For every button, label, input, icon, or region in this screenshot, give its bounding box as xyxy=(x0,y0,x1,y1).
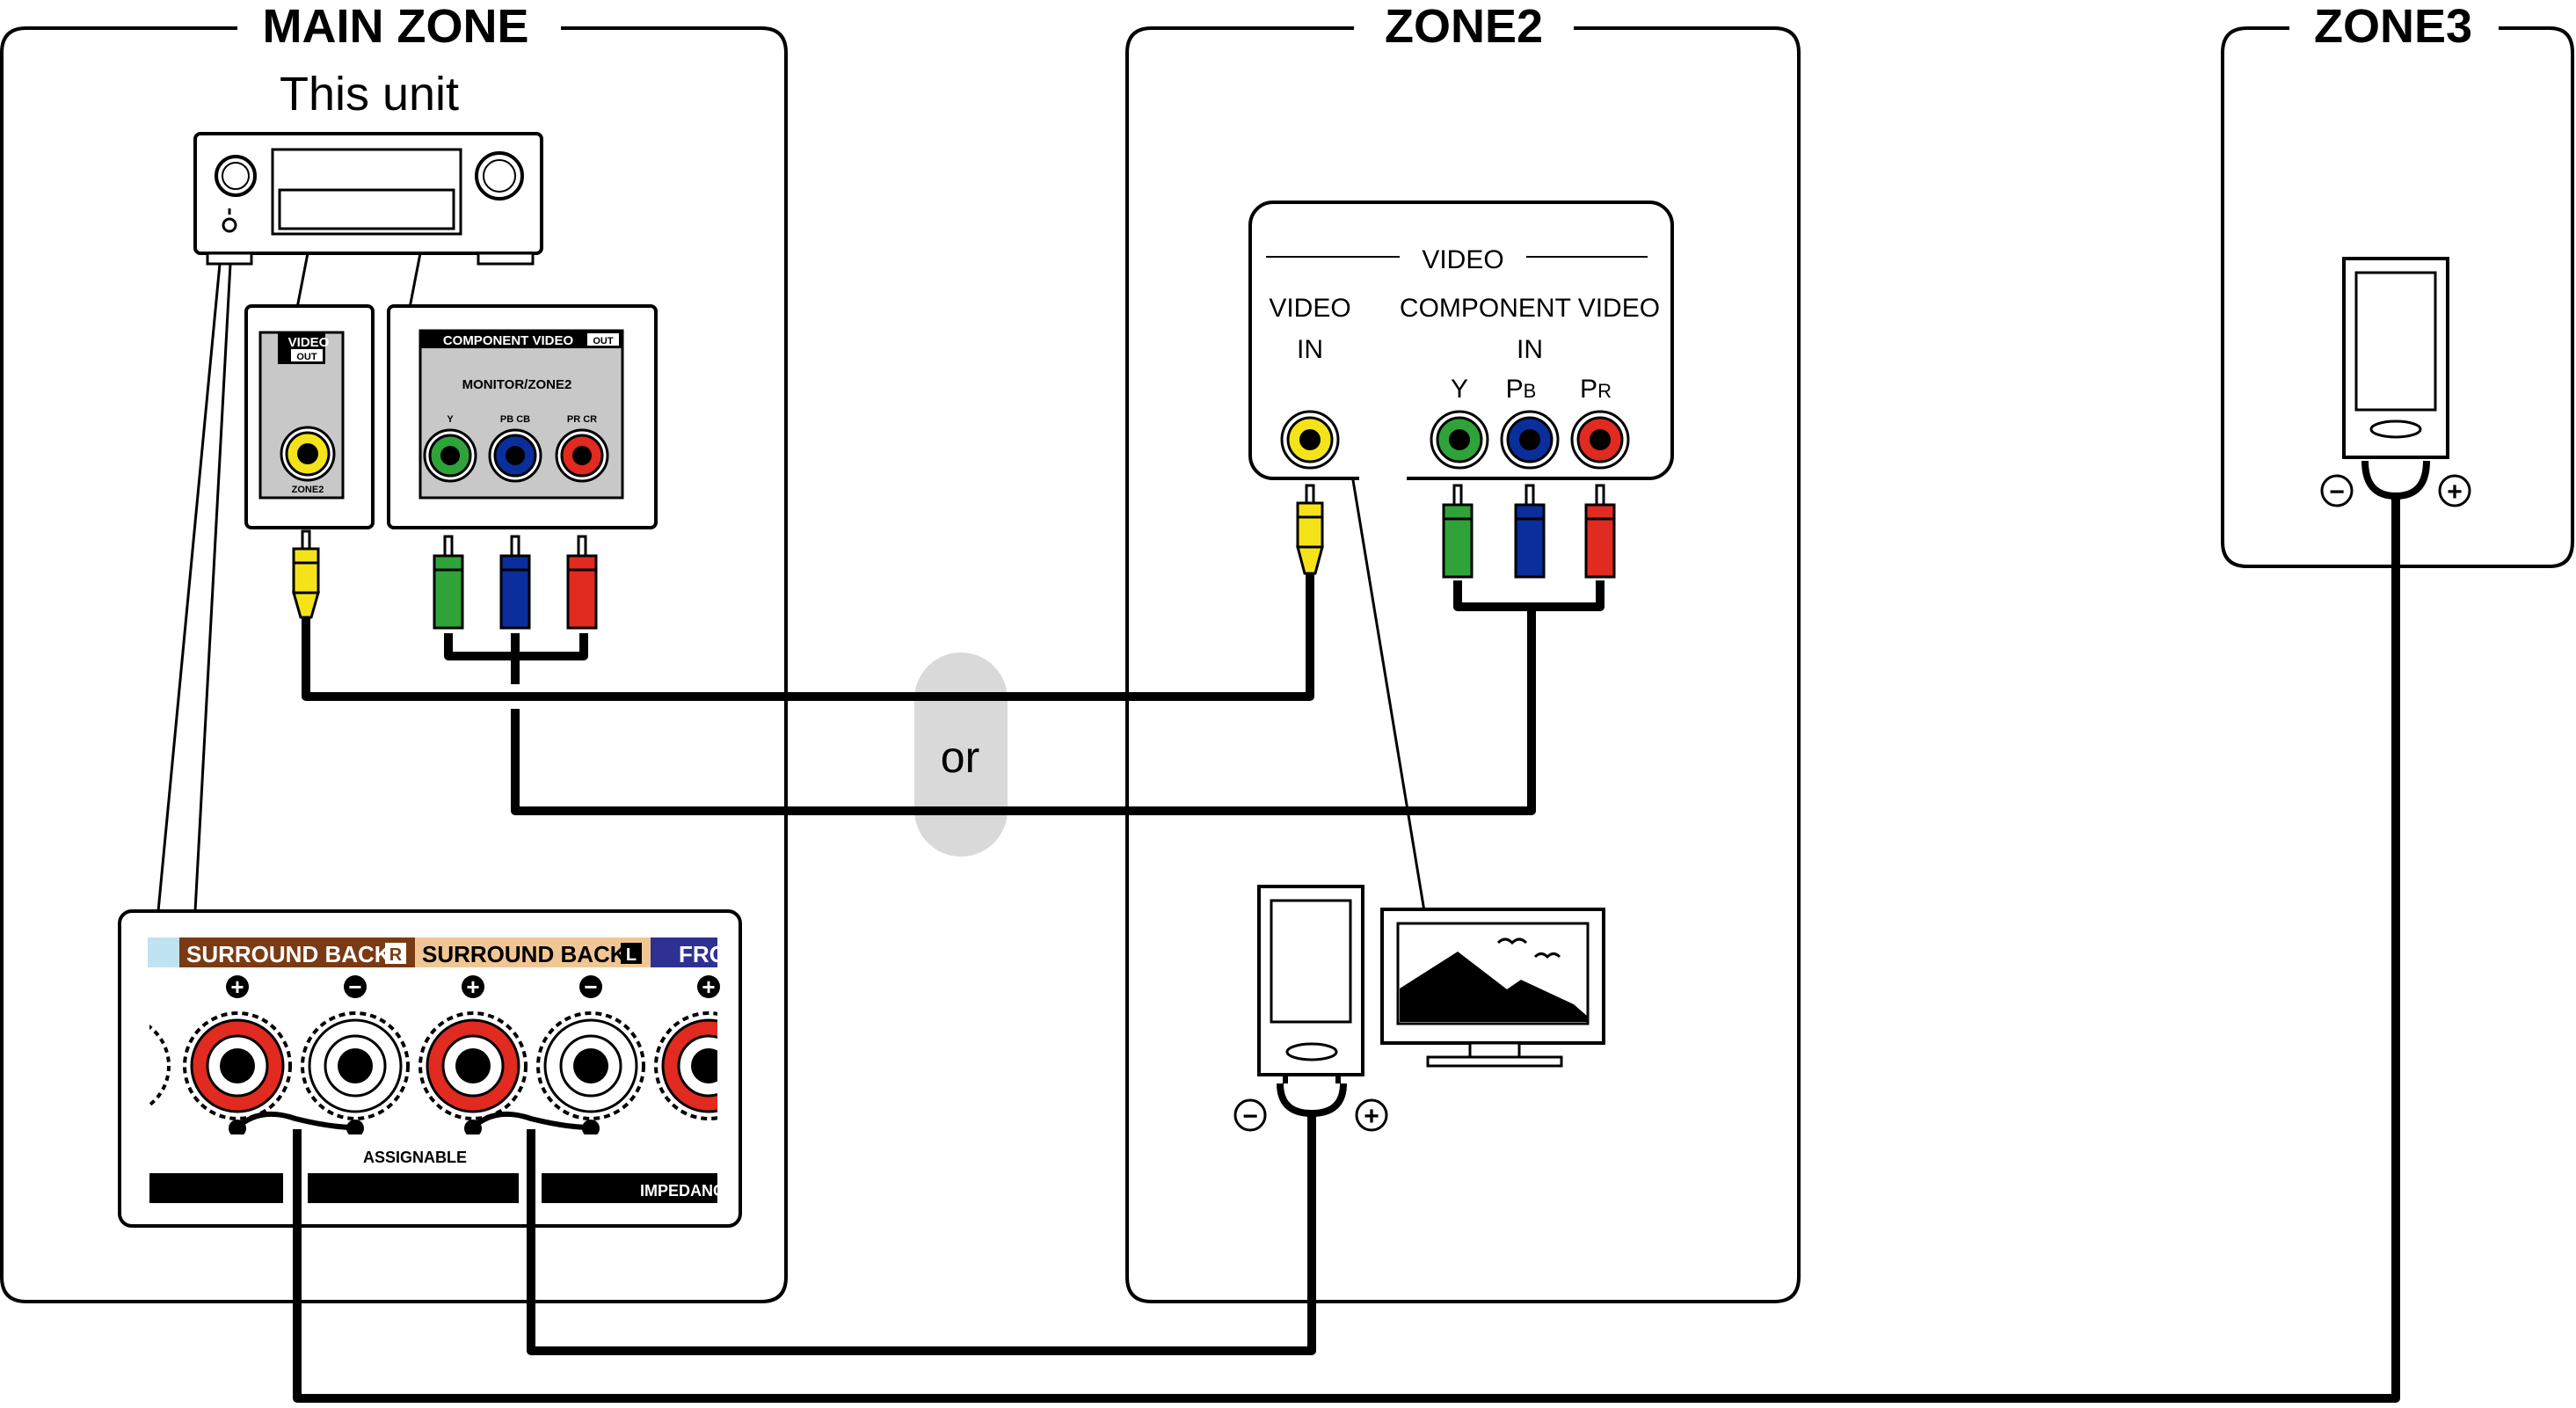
impedance-label: IMPEDANC xyxy=(640,1182,724,1200)
zone2-frame: ZONE2 xyxy=(1125,0,1801,1303)
video-out-panel: VIDEO OUT ZONE2 xyxy=(244,304,375,529)
zone2-plugs xyxy=(1296,484,1616,579)
plug-yellow-main xyxy=(292,529,320,619)
svg-text:−: − xyxy=(584,974,597,1000)
zone2-jack-label: ZONE2 xyxy=(292,485,324,495)
or-bubble xyxy=(914,653,1008,857)
zone3-speaker-polarity: − + xyxy=(2320,474,2471,507)
plug-red-main xyxy=(566,535,598,630)
zone3-title: ZONE3 xyxy=(2314,0,2472,53)
minus-terminal-icon xyxy=(1233,1098,1267,1132)
binding-post-red-2 xyxy=(418,1011,528,1120)
plug-green-zone2 xyxy=(1442,484,1474,579)
composite-cable xyxy=(302,572,1314,701)
video-out-badge: OUT xyxy=(296,352,317,362)
svg-text:+: + xyxy=(1364,1102,1379,1131)
svg-text:−: − xyxy=(2329,478,2345,507)
speaker-binding-posts xyxy=(149,1011,717,1134)
pb-out-label: PB CB xyxy=(500,414,530,425)
tv-video-in-line1: VIDEO xyxy=(1269,294,1350,323)
plug-red-zone2 xyxy=(1584,484,1616,579)
tv-component-line2: IN xyxy=(1517,335,1543,364)
zone2-speaker-cable xyxy=(527,1115,1316,1355)
tv-pr-label: PR xyxy=(1580,375,1612,404)
svg-text:+: + xyxy=(2447,478,2463,507)
component-cable-split-zone2 xyxy=(1453,580,1605,611)
svg-text:+: + xyxy=(230,974,244,1000)
tv-video-group-title: VIDEO xyxy=(1422,245,1503,274)
plug-blue-zone2 xyxy=(1514,484,1546,579)
callout-lines xyxy=(156,252,1426,912)
binding-post-red-3 xyxy=(654,1011,717,1120)
zone2-speaker-polarity: − + xyxy=(1233,1098,1388,1132)
speaker-wire-loops xyxy=(235,1111,592,1130)
monitor-zone2-label: MONITOR/ZONE2 xyxy=(462,377,572,392)
surround-back-l-label: SURROUND BACK xyxy=(422,941,627,967)
surround-back-r-label: SURROUND BACK xyxy=(186,941,391,967)
av-receiver-unit xyxy=(193,132,543,266)
component-out-badge: OUT xyxy=(593,336,614,347)
zone3-speaker xyxy=(2342,257,2449,500)
binding-post-white-1 xyxy=(301,1011,410,1120)
plug-blue-main xyxy=(499,535,531,630)
tv-component-line1: COMPONENT VIDEO xyxy=(1400,294,1660,323)
this-unit-label: This unit xyxy=(280,68,459,120)
or-label: or xyxy=(941,733,979,782)
y-out-label: Y xyxy=(447,414,454,425)
zone2-tv-monitor-icon xyxy=(1380,908,1605,1068)
tv-video-in-line2: IN xyxy=(1297,335,1323,364)
tv-y-label: Y xyxy=(1451,375,1468,404)
surround-back-l-badge: L xyxy=(626,945,637,965)
terminal-polarity-marks: + − + − + xyxy=(226,974,720,1000)
component-out-title: COMPONENT VIDEO xyxy=(443,333,574,348)
plus-terminal-icon-zone3 xyxy=(2438,474,2471,507)
terminal-bottom-bars: ASSIGNABLE IMPEDANC xyxy=(149,1149,724,1203)
front-label: FRO xyxy=(679,941,727,967)
assignable-label: ASSIGNABLE xyxy=(363,1149,467,1166)
main-zone-frame: MAIN ZONE xyxy=(0,0,788,1303)
svg-text:+: + xyxy=(466,974,479,1000)
binding-post-white-2 xyxy=(536,1011,645,1120)
zone3-speaker-cable xyxy=(293,498,2400,1403)
minus-terminal-icon-zone3 xyxy=(2320,474,2354,507)
speaker-cables xyxy=(293,498,2400,1403)
plug-green-main xyxy=(433,535,464,630)
plug-yellow-zone2 xyxy=(1296,484,1324,575)
plus-terminal-icon xyxy=(1355,1098,1388,1132)
main-plugs xyxy=(292,529,598,630)
main-zone-title: MAIN ZONE xyxy=(263,0,529,53)
video-out-title: VIDEO xyxy=(288,335,330,350)
zone2-speaker xyxy=(1257,885,1364,1118)
binding-post-red-1 xyxy=(183,1011,292,1120)
svg-text:−: − xyxy=(1242,1102,1258,1131)
zone2-tv-input-panel: VIDEO VIDEO IN COMPONENT VIDEO IN Y PB P… xyxy=(1248,201,1674,480)
video-cables xyxy=(302,572,1605,815)
zone2-title: ZONE2 xyxy=(1385,0,1543,53)
svg-text:+: + xyxy=(702,974,715,1000)
pr-out-label: PR CR xyxy=(567,414,597,425)
svg-text:−: − xyxy=(348,974,361,1000)
tv-pb-label: PB xyxy=(1506,375,1537,404)
component-out-panel: COMPONENT VIDEO OUT MONITOR/ZONE2 Y PB C… xyxy=(387,304,658,529)
component-cable xyxy=(511,603,1536,815)
surround-back-r-badge: R xyxy=(389,945,403,965)
